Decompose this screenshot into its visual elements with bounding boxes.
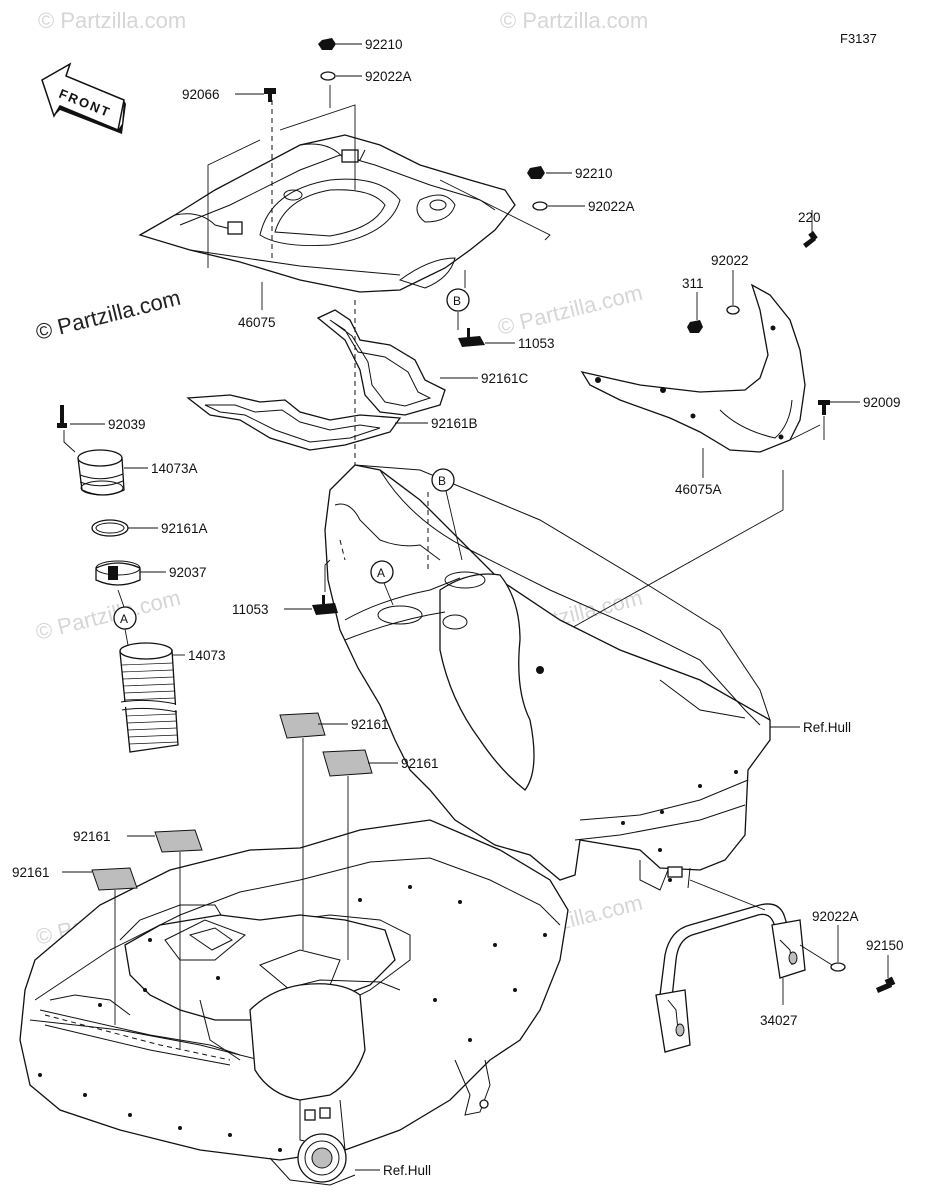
grab-handle-34027	[655, 903, 806, 1053]
washer-92022	[726, 305, 740, 315]
callout-14073a: 14073A	[151, 461, 198, 476]
ref-hull-label: Ref.Hull	[383, 1163, 431, 1178]
callout-92161c: 92161C	[481, 371, 529, 386]
callout-92150: 92150	[866, 938, 904, 953]
callout-92210: 92210	[365, 37, 403, 52]
screw-92039	[57, 405, 67, 428]
callout-92161: 92161	[351, 717, 389, 732]
marker-a-label: A	[120, 612, 128, 626]
decal-92161	[154, 829, 203, 853]
callout-311: 311	[682, 276, 704, 291]
callout-92161: 92161	[12, 865, 50, 880]
callout-92161a: 92161A	[161, 521, 208, 536]
nut-92210	[527, 166, 545, 179]
callout-14073: 14073	[188, 648, 226, 663]
callout-220: 220	[798, 210, 821, 225]
screw-92009	[818, 400, 830, 415]
gasket-92161c	[316, 309, 446, 416]
marker-b-label: B	[438, 474, 446, 488]
washer-92022a	[532, 201, 548, 211]
hose-14073	[119, 642, 179, 753]
fitting-14073a	[77, 449, 125, 496]
bolt-92066	[264, 88, 276, 102]
figure-code: F3137	[840, 31, 877, 46]
decal-92161	[91, 867, 138, 891]
washer-92022a	[830, 962, 846, 972]
callout-92039: 92039	[108, 417, 146, 432]
callout-11053: 11053	[232, 602, 269, 617]
nut-311	[687, 320, 703, 333]
marker-b	[431, 468, 455, 492]
marker-b-label: B	[453, 294, 461, 308]
front-arrow-icon: FRONT	[41, 62, 126, 134]
callout-92022: 92022	[711, 253, 749, 268]
screw-220	[803, 231, 818, 248]
callout-11053: 11053	[518, 336, 555, 351]
callout-92037: 92037	[169, 565, 207, 580]
callout-92022a: 92022A	[365, 69, 412, 84]
decal-92161	[322, 749, 373, 777]
marker-b	[446, 288, 470, 312]
callout-92161b: 92161B	[431, 416, 478, 431]
callout-92210: 92210	[575, 166, 613, 181]
decal-92161	[279, 712, 326, 739]
marker-a	[370, 560, 394, 584]
callout-92022a: 92022A	[588, 199, 635, 214]
watermark: © Partzilla.com	[495, 280, 645, 340]
callout-92161: 92161	[73, 829, 111, 844]
nut-92210	[318, 38, 336, 50]
callout-34027: 34027	[760, 1013, 798, 1028]
clip-11053	[458, 328, 485, 347]
clip-11053	[312, 595, 338, 615]
watermark: © Partzilla.com	[38, 8, 186, 33]
copyright-text: © Partzilla.com	[33, 285, 183, 345]
seat-cover-46075	[138, 134, 516, 293]
o-ring-92161a	[91, 519, 129, 537]
hull-lower	[19, 819, 569, 1186]
callout-46075: 46075	[238, 315, 276, 330]
gasket-92161b	[186, 394, 402, 451]
watermark: © Partzilla.com	[500, 8, 648, 33]
clamp-92037	[95, 560, 141, 586]
callout-92022a: 92022A	[812, 909, 859, 924]
ref-hull-label: Ref.Hull	[803, 720, 851, 735]
washer-92022a	[320, 71, 336, 81]
bolt-92150	[876, 976, 896, 993]
callout-46075a: 46075A	[675, 482, 722, 497]
cover-46075a	[580, 283, 806, 453]
callout-92066: 92066	[182, 87, 220, 102]
watermark: © Partzilla.com	[33, 585, 183, 645]
callout-92009: 92009	[863, 395, 901, 410]
marker-a-label: A	[377, 566, 385, 580]
hull-main	[324, 464, 771, 891]
callout-92161: 92161	[401, 756, 439, 771]
